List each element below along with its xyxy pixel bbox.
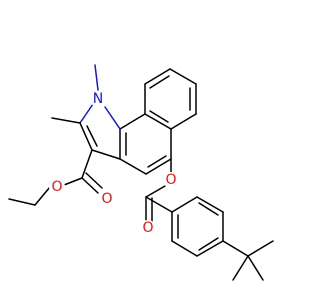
bond bbox=[144, 113, 172, 130]
bond bbox=[91, 149, 121, 160]
oxygen-label: O bbox=[165, 172, 176, 188]
oxygen-label: O bbox=[101, 191, 112, 207]
bond-double-inner bbox=[149, 75, 170, 89]
bond bbox=[145, 196, 173, 213]
bond-double-inner bbox=[149, 110, 169, 123]
bond bbox=[145, 185, 166, 198]
bond-double-inner bbox=[198, 237, 219, 251]
structure-diagram: N O O O O bbox=[8, 64, 274, 281]
bond bbox=[63, 177, 83, 186]
bond bbox=[171, 240, 198, 257]
bond bbox=[81, 177, 99, 194]
atom-n1: N bbox=[90, 91, 106, 107]
bond bbox=[79, 122, 93, 151]
bond bbox=[144, 68, 171, 85]
bond bbox=[222, 240, 249, 257]
bond bbox=[8, 198, 36, 206]
atom-o-ester1-carbonyl: O bbox=[99, 191, 115, 207]
atom-label-layer: N O O O O bbox=[49, 91, 179, 236]
bond bbox=[119, 158, 147, 175]
atom-o-ester2-carbonyl: O bbox=[140, 220, 156, 236]
bond bbox=[81, 149, 93, 179]
bond bbox=[196, 240, 224, 257]
bond bbox=[247, 255, 264, 281]
bond bbox=[196, 196, 224, 213]
oxygen-label: O bbox=[142, 220, 153, 236]
bond-double-inner bbox=[198, 202, 219, 216]
bond bbox=[79, 103, 94, 124]
bond bbox=[247, 240, 274, 257]
bond bbox=[104, 106, 121, 130]
atom-o-ester2-aryl: O bbox=[163, 172, 179, 188]
bond bbox=[51, 117, 81, 124]
bond bbox=[94, 64, 99, 91]
bond bbox=[232, 255, 249, 281]
bond-double bbox=[85, 172, 103, 189]
atom-o-ester1-alkoxy: O bbox=[49, 179, 65, 195]
bond-double-inner bbox=[147, 155, 167, 168]
bond bbox=[119, 113, 146, 130]
bond bbox=[169, 68, 197, 85]
bond-layer bbox=[8, 64, 274, 281]
bond bbox=[34, 186, 51, 206]
bond bbox=[171, 196, 198, 213]
bond bbox=[145, 158, 172, 175]
bond bbox=[170, 113, 197, 130]
bond-double-inner bbox=[86, 125, 98, 147]
oxygen-label: O bbox=[51, 179, 62, 195]
molecule-svg: N O O O O bbox=[8, 64, 274, 281]
nitrogen-label: N bbox=[93, 91, 103, 107]
